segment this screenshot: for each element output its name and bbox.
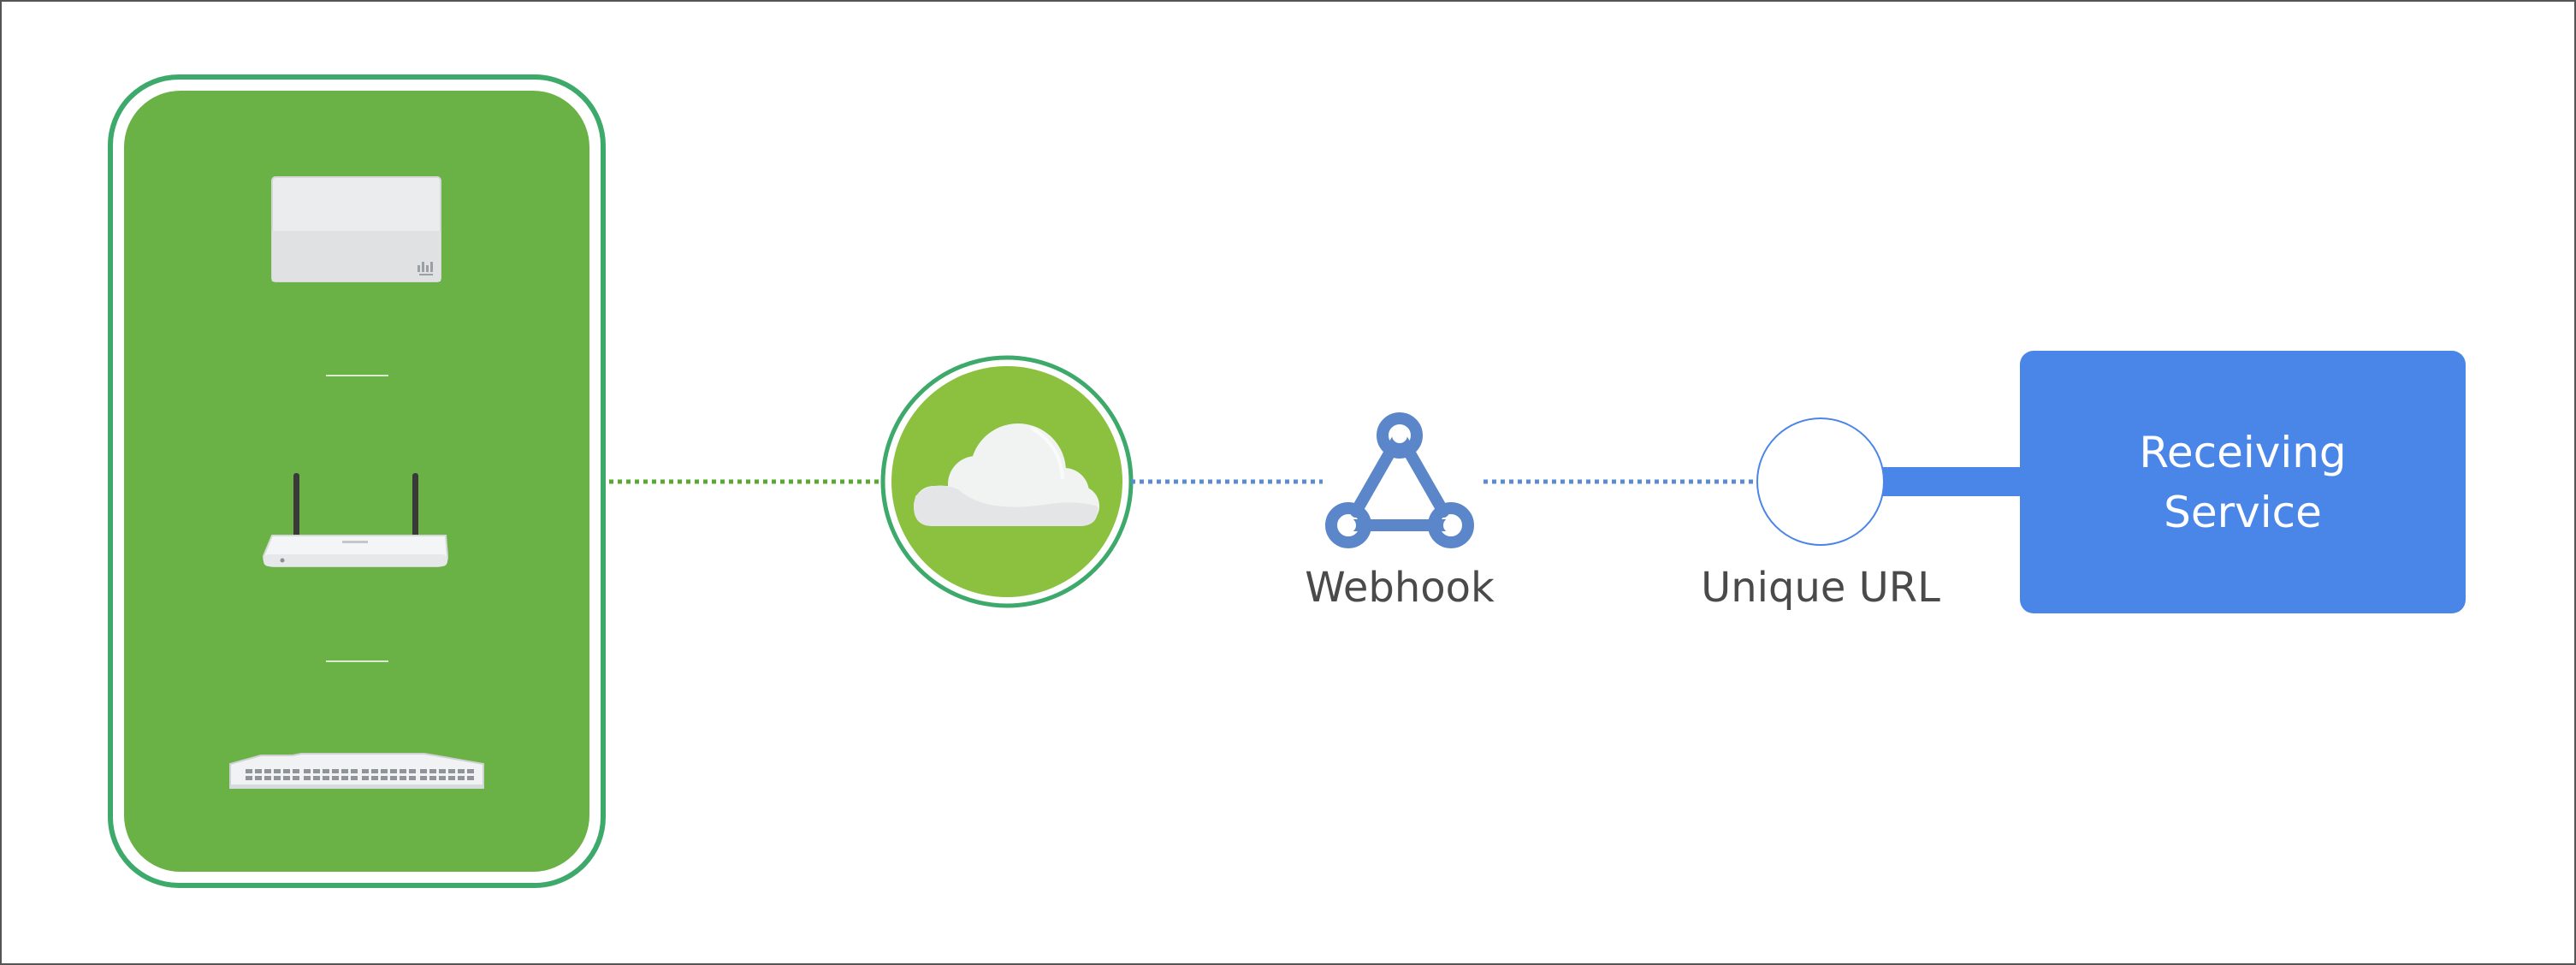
switch-port xyxy=(439,776,446,780)
receiving-service-box: Receiving Service xyxy=(2020,351,2466,613)
webhook-icon xyxy=(1325,412,1474,548)
switch-port xyxy=(371,776,378,780)
switch-port xyxy=(458,769,465,773)
switch-port xyxy=(362,776,369,780)
switch-port xyxy=(246,776,252,780)
switch-port xyxy=(304,776,311,780)
switch-port xyxy=(293,769,299,773)
switch-port xyxy=(409,776,416,780)
switch-port xyxy=(409,769,416,773)
cloud-node xyxy=(880,355,1134,608)
receiving-service-label-line-1: Receiving xyxy=(2139,427,2347,477)
url-endpoint-circle xyxy=(1756,417,1885,546)
switch-port xyxy=(351,769,358,773)
switch-port xyxy=(362,769,369,773)
switch-port xyxy=(429,769,436,773)
webhook-icon-holes xyxy=(1341,428,1459,533)
access-point-icon xyxy=(271,176,441,282)
switch-port xyxy=(274,769,281,773)
switch-port xyxy=(246,769,252,773)
switch-port xyxy=(304,769,311,773)
switch-port xyxy=(390,776,397,780)
switch-port xyxy=(420,769,427,773)
switch-port xyxy=(448,769,455,773)
switch-port xyxy=(467,776,474,780)
switch-port xyxy=(274,776,281,780)
switch-port xyxy=(323,776,329,780)
switch-port xyxy=(429,776,436,780)
device-panel xyxy=(108,74,606,888)
switch-port xyxy=(313,776,320,780)
switch-port xyxy=(371,769,378,773)
url-to-service-connector xyxy=(1880,467,2021,496)
switch-port xyxy=(313,769,320,773)
switch-port xyxy=(381,776,388,780)
switch-port xyxy=(283,769,290,773)
switch-port xyxy=(293,776,299,780)
cloud-icon xyxy=(914,423,1099,526)
device-panel-fill xyxy=(124,91,589,872)
switch-port xyxy=(341,776,348,780)
switch-port xyxy=(255,769,262,773)
switch-port xyxy=(381,769,388,773)
switch-port xyxy=(458,776,465,780)
unique-url-label: Unique URL xyxy=(1701,564,1940,612)
switch-port xyxy=(467,769,474,773)
switch-port xyxy=(323,769,329,773)
switch-port xyxy=(448,776,455,780)
router-with-antennas-icon xyxy=(262,473,449,567)
switch-port xyxy=(255,776,262,780)
switch-port xyxy=(439,769,446,773)
network-switch-icon xyxy=(229,753,484,789)
switch-port xyxy=(283,776,290,780)
switch-port xyxy=(264,776,271,780)
switch-port xyxy=(390,769,397,773)
switch-port xyxy=(351,776,358,780)
switch-port xyxy=(332,776,339,780)
webhook-label: Webhook xyxy=(1305,564,1495,612)
switch-port xyxy=(341,769,348,773)
switch-port xyxy=(264,769,271,773)
receiving-service-label-line-2: Service xyxy=(2164,487,2322,537)
switch-port xyxy=(400,776,406,780)
switch-port xyxy=(420,776,427,780)
switch-port xyxy=(332,769,339,773)
switch-port xyxy=(400,769,406,773)
